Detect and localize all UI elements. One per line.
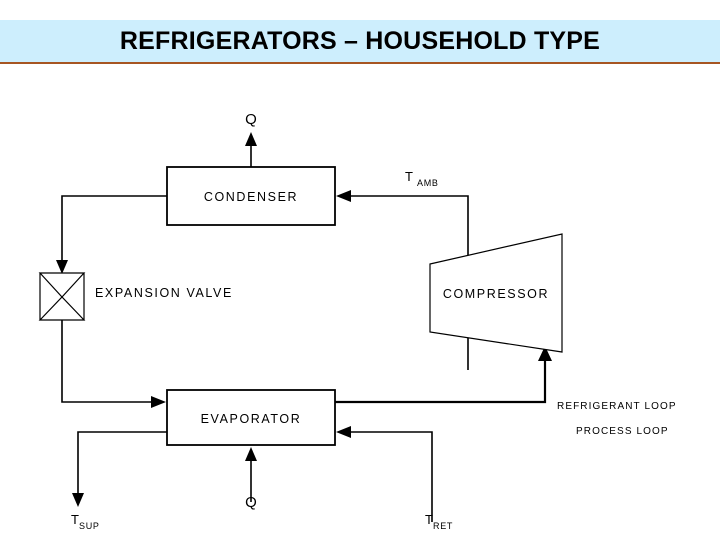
evaporator-heat-arrow-icon <box>245 447 257 461</box>
t-ret-symbol: T <box>425 512 433 527</box>
compressor-shape <box>429 233 563 353</box>
t-sup-arrow-icon <box>72 493 84 507</box>
page-title: REFRIGERATORS – HOUSEHOLD TYPE <box>119 26 601 55</box>
evaporator-inlet-arrow-icon <box>151 396 166 408</box>
evaporator-label: EVAPORATOR <box>201 412 302 426</box>
expansion-valve-label: EXPANSION VALVE <box>95 286 233 300</box>
expansion-valve-lower-triangle <box>38 296 86 321</box>
compressor-inlet-arrow-icon <box>538 346 552 361</box>
title-banner: REFRIGERATORS – HOUSEHOLD TYPE <box>0 20 720 62</box>
suction-line-to-compressor <box>335 358 547 404</box>
evaporator-return-arrow-icon <box>336 426 351 438</box>
condenser-heat-arrow-icon <box>245 132 257 146</box>
title-divider <box>0 62 720 64</box>
evaporator-heat-label: Q <box>245 494 257 511</box>
t-sup-subscript: SUP <box>79 521 100 531</box>
liquid-line-to-evaporator <box>61 320 152 403</box>
valve-inlet-arrow-icon <box>56 260 68 274</box>
return-line <box>350 431 433 522</box>
refrigeration-cycle-diagram: CONDENSER Q T AMB EXPANSION VALVE EVAPOR… <box>38 111 677 531</box>
t-sup-symbol: T <box>71 512 79 527</box>
condenser-inlet-arrow-icon <box>336 190 351 202</box>
compressor-label: COMPRESSOR <box>443 287 549 301</box>
t-amb-symbol: T <box>405 169 413 184</box>
legend-refrigerant-loop-label: REFRIGERANT LOOP <box>557 401 677 412</box>
legend-process-loop-label: PROCESS LOOP <box>576 426 669 437</box>
liquid-line-to-valve <box>61 195 167 261</box>
condenser-label: CONDENSER <box>204 190 298 204</box>
condenser-heat-label: Q <box>245 111 257 128</box>
expansion-valve-upper-triangle <box>38 272 86 298</box>
t-amb-subscript: AMB <box>417 178 439 188</box>
t-ret-subscript: RET <box>433 521 453 531</box>
condenser-box <box>166 166 336 226</box>
evaporator-box <box>166 389 336 446</box>
supply-line <box>77 431 167 494</box>
